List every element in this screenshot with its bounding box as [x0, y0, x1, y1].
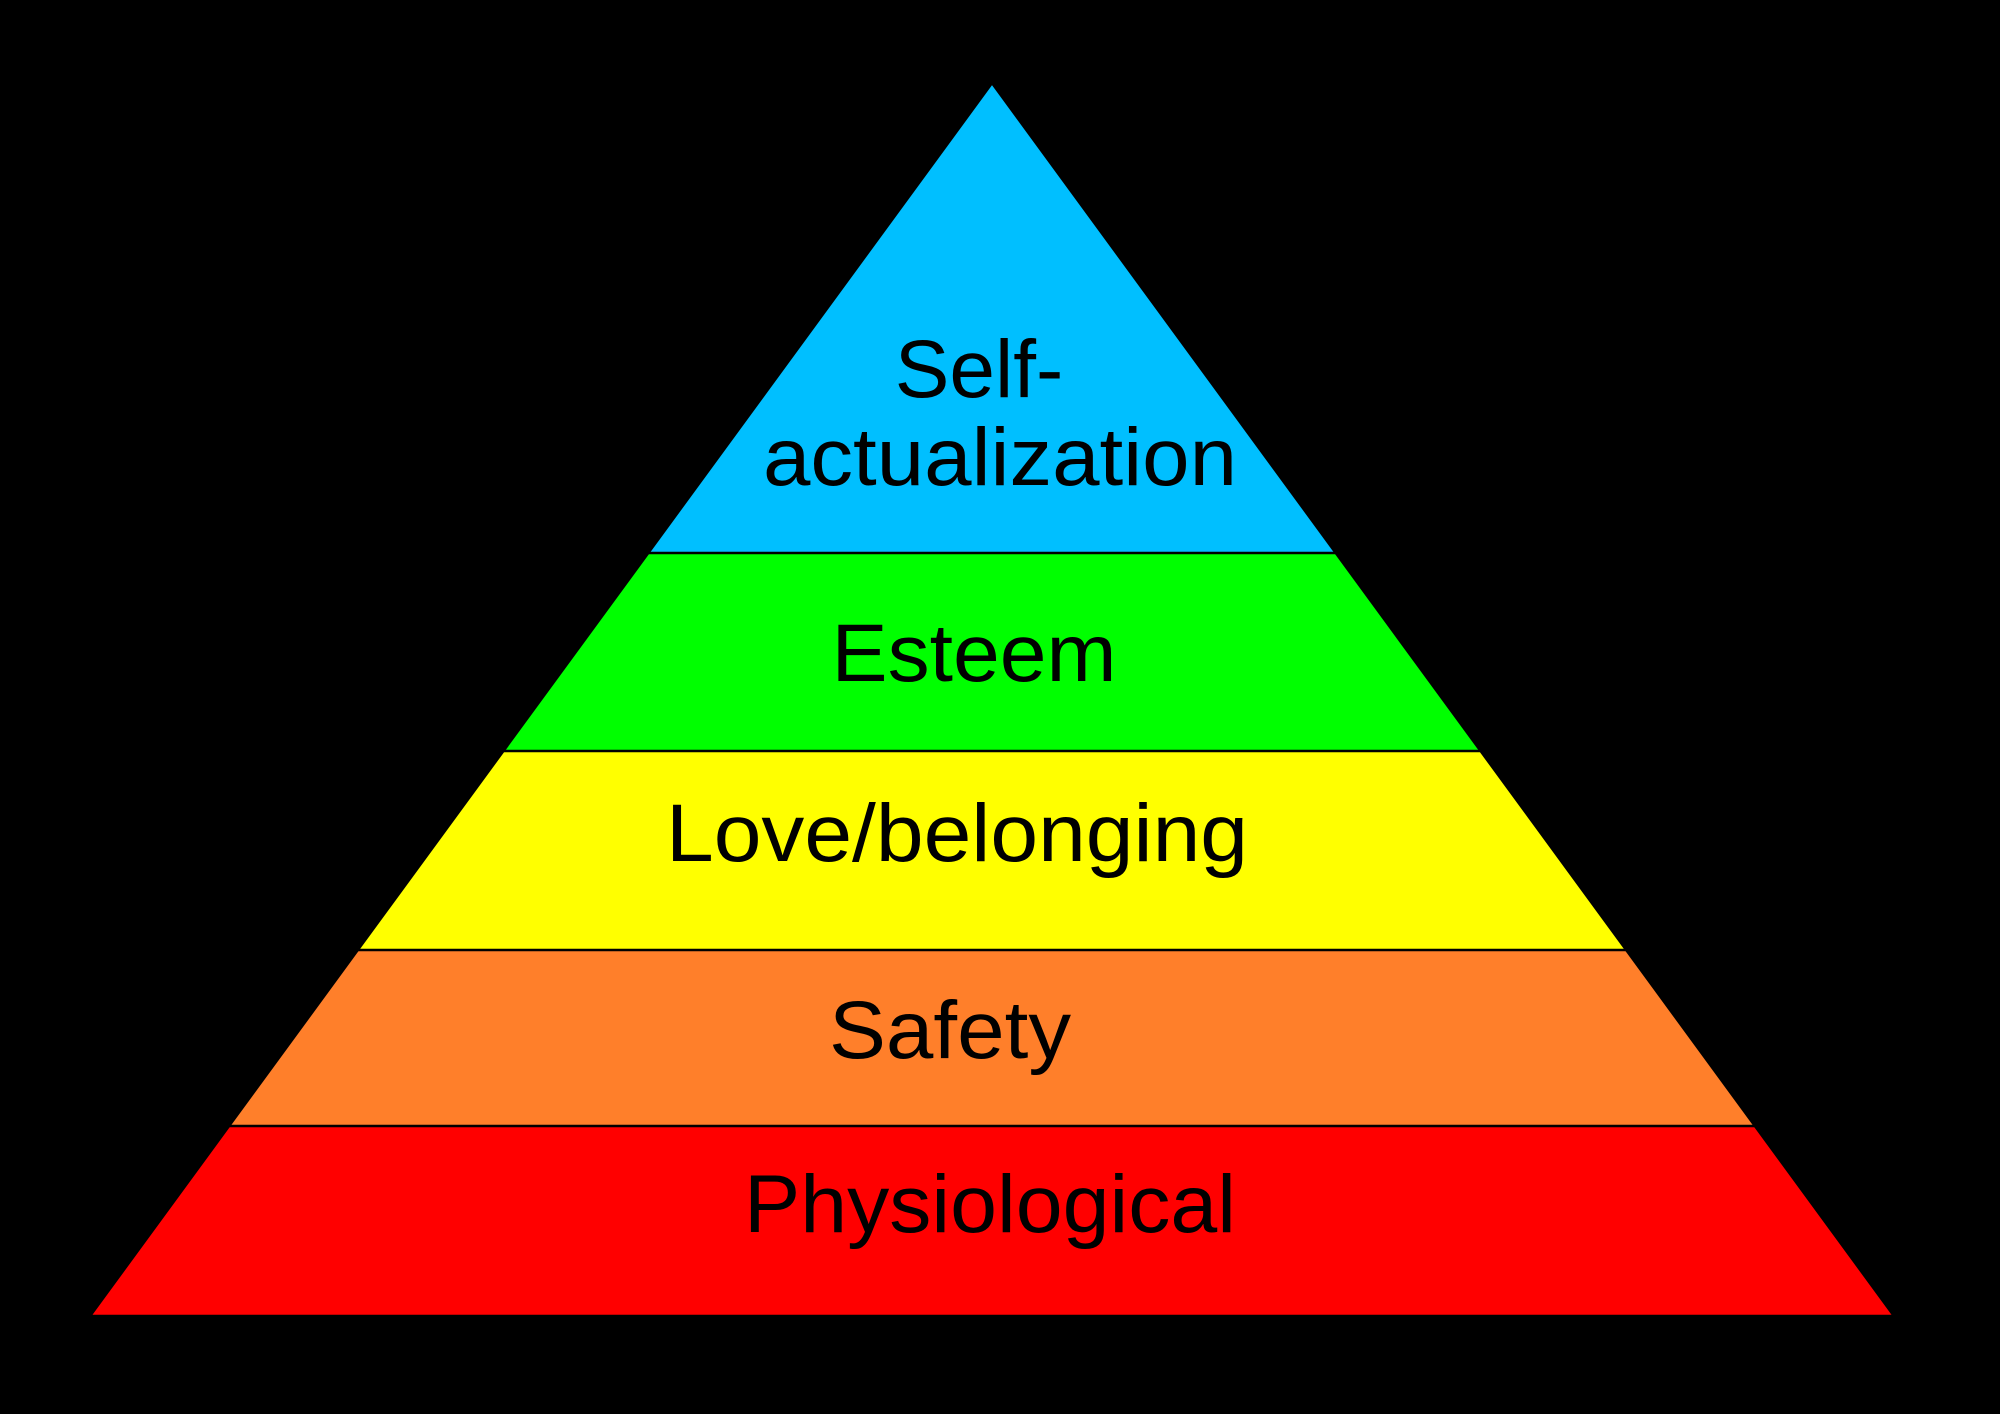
level-esteem-label: Esteem [832, 608, 1117, 699]
level-safety-label: Safety [829, 985, 1071, 1076]
level-self-actualization-label-line2: actualization [763, 412, 1237, 503]
level-love-belonging-shape [357, 751, 1627, 950]
level-safety-shape [229, 950, 1755, 1126]
level-physiological-shape [90, 1126, 1894, 1316]
level-self-actualization-label-line1: Self- [895, 324, 1064, 415]
level-self-actualization-shape [648, 83, 1336, 553]
level-physiological-label: Physiological [744, 1159, 1236, 1250]
level-love-belonging-label: Love/belonging [666, 788, 1248, 879]
pyramid-outline [87, 80, 1897, 1318]
level-esteem-shape [503, 553, 1481, 751]
